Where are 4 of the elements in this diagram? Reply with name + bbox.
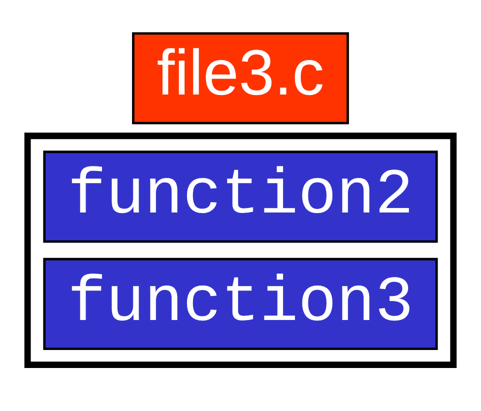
node-box: function3 [43,258,438,350]
cluster [24,132,457,368]
node-box: file3.c [132,32,349,124]
node-box: function2 [43,150,438,243]
